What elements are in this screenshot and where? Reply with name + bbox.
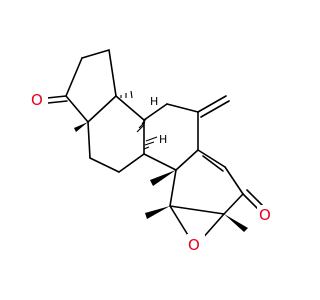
methyl-wedge-epoxide-left — [145, 206, 170, 219]
ring-c — [87, 95, 145, 173]
ring-b — [143, 95, 230, 171]
methyl-wedge-c13 — [74, 122, 88, 132]
stereo-hydrogens — [120, 90, 158, 150]
ketone-oxygen-right: O — [259, 206, 271, 224]
methyl-groups — [74, 122, 248, 232]
epoxide-oxygen: O — [188, 236, 200, 254]
methyl-wedge-c10 — [150, 170, 176, 186]
ring-a — [169, 149, 263, 241]
molecule-structure: O O O H H — [30, 49, 275, 254]
cyclopentanone-ring — [46, 49, 117, 123]
methyl-wedge-epoxide-right — [224, 214, 248, 232]
atom-labels: O O O H H — [30, 90, 275, 254]
hydrogen-label-top: H — [150, 95, 158, 108]
hydrogen-label-middle: H — [159, 133, 167, 146]
ketone-oxygen-left: O — [31, 91, 43, 109]
